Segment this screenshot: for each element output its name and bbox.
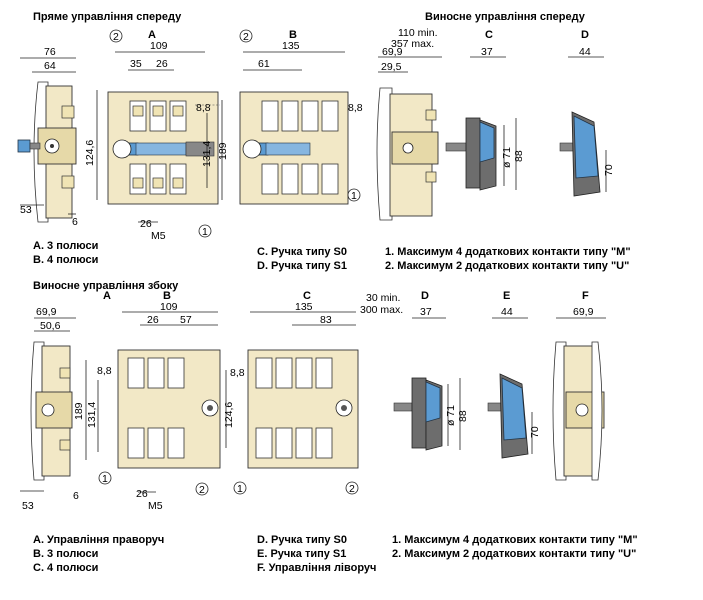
- dim-37-bottom: 37: [420, 306, 432, 318]
- dim-189-top: 189: [217, 142, 229, 160]
- letter-d-top: D: [581, 29, 589, 41]
- callout-1-top-b: 1: [351, 190, 357, 202]
- dim-30-min: 30 min.: [366, 292, 400, 304]
- caption-a-3-poles: A. 3 полюси: [33, 240, 98, 252]
- caption-d-handle-s1: D. Ручка типу S1: [257, 260, 347, 272]
- title-front-remote: Виносне управління спереду: [425, 11, 586, 23]
- handle-s0-front: [445, 117, 497, 191]
- dim-69-9-top: 69,9: [382, 46, 403, 58]
- dim-131-4-top: 131,4: [201, 141, 213, 167]
- dim-69-9-bottom: 69,9: [36, 306, 57, 318]
- callout-2-bottom-c: 2: [349, 483, 355, 495]
- dim-26-top: 26: [156, 58, 168, 70]
- dim-109-bottom: 109: [160, 301, 178, 313]
- dim-35: 35: [130, 58, 142, 70]
- dim-8-8-top-b: 8,8: [348, 102, 363, 114]
- front-view-4-pole-side: [247, 349, 359, 469]
- dim-53-bottom: 53: [22, 500, 34, 512]
- front-view-3-pole-side: [117, 349, 221, 469]
- dim-110-min: 110 min.: [398, 27, 438, 39]
- dim-69-9-f: 69,9: [573, 306, 594, 318]
- caption-side-c: C. 4 полюси: [33, 562, 98, 574]
- handle-s1-side: [487, 373, 529, 459]
- dim-61: 61: [258, 58, 270, 70]
- dim-71-top: ø 71: [501, 147, 513, 168]
- dim-6: 6: [72, 216, 78, 228]
- letter-a-top: A: [148, 29, 156, 41]
- dim-124-6-bottom: 124,6: [223, 402, 235, 428]
- dim-8-8-bottom-c: 8,8: [230, 367, 245, 379]
- dim-m5-bottom: M5: [148, 500, 163, 512]
- side-view-side-remote: [30, 341, 73, 481]
- dim-8-8-top-a: 8,8: [196, 102, 211, 114]
- dim-26-bottom-low: 26: [136, 488, 148, 500]
- dim-44-bottom: 44: [501, 306, 513, 318]
- dim-m5-top: M5: [151, 230, 166, 242]
- dim-71-bottom: ø 71: [445, 405, 457, 426]
- letter-d-bottom: D: [421, 290, 429, 302]
- dim-29-5: 29,5: [381, 61, 402, 73]
- dim-109: 109: [150, 40, 168, 52]
- callout-1-bottom-b: 1: [102, 473, 108, 485]
- dim-64: 64: [44, 60, 56, 72]
- dim-300-max: 300 max.: [360, 304, 403, 316]
- dim-50-6: 50,6: [40, 320, 61, 332]
- handle-s1-front: [559, 111, 601, 197]
- letter-b-top: B: [289, 29, 297, 41]
- side-view-left-control: [552, 341, 605, 481]
- dim-70-bottom: 70: [529, 426, 541, 438]
- letter-f-bottom: F: [582, 290, 589, 302]
- dim-70-top: 70: [603, 164, 615, 176]
- title-front-direct: Пряме управління спереду: [33, 11, 182, 23]
- callout-2-bottom-b: 2: [199, 484, 205, 496]
- dim-88-bottom: 88: [457, 410, 469, 422]
- caption-side-a: A. Управління праворуч: [33, 534, 164, 546]
- dim-189-bottom: 189: [73, 402, 85, 420]
- dim-37-top: 37: [481, 46, 493, 58]
- dim-135-top: 135: [282, 40, 300, 52]
- dim-135-bottom: 135: [295, 301, 313, 313]
- caption-b-4-poles: B. 4 полюси: [33, 254, 98, 266]
- caption-side-f: F. Управління ліворуч: [257, 562, 376, 574]
- dim-76: 76: [44, 46, 56, 58]
- dim-44-top: 44: [579, 46, 591, 58]
- caption-side-e: E. Ручка типу S1: [257, 548, 346, 560]
- title-side-remote: Виносне управління збоку: [33, 280, 179, 292]
- letter-c-top: C: [485, 29, 493, 41]
- callout-2-top-a: 2: [113, 31, 119, 43]
- callout-1-top-a: 1: [202, 226, 208, 238]
- letter-e-bottom: E: [503, 290, 510, 302]
- callout-1-bottom-c: 1: [237, 483, 243, 495]
- side-view-front-direct: [17, 81, 77, 223]
- handle-s0-side: [393, 377, 443, 451]
- letter-c-bottom: C: [303, 290, 311, 302]
- caption-side-d: D. Ручка типу S0: [257, 534, 347, 546]
- caption-side-b: B. 3 полюси: [33, 548, 98, 560]
- letter-a-bottom: A: [103, 290, 111, 302]
- dim-83: 83: [320, 314, 332, 326]
- dim-8-8-bottom-b: 8,8: [97, 365, 112, 377]
- note-2-top: 2. Максимум 2 додаткових контакти типу "…: [385, 260, 629, 272]
- dim-124-6-top: 124,6: [84, 140, 96, 166]
- callout-2-top-b: 2: [243, 31, 249, 43]
- front-view-4-pole: [239, 91, 349, 205]
- dim-6-bottom: 6: [73, 490, 79, 502]
- dim-131-4-bottom: 131,4: [86, 402, 98, 428]
- dim-357-max: 357 max.: [391, 38, 434, 50]
- note-1-top: 1. Максимум 4 додаткових контакти типу "…: [385, 246, 631, 258]
- dim-26-bottom: 26: [140, 218, 152, 230]
- dim-88-top: 88: [513, 150, 525, 162]
- caption-c-handle-s0: C. Ручка типу S0: [257, 246, 347, 258]
- note-1-bottom: 1. Максимум 4 додаткових контакти типу "…: [392, 534, 638, 546]
- dim-26-bottom-top: 26: [147, 314, 159, 326]
- note-2-bottom: 2. Максимум 2 додаткових контакти типу "…: [392, 548, 636, 560]
- dim-57: 57: [180, 314, 192, 326]
- side-view-front-remote: [376, 87, 439, 221]
- letter-b-bottom: B: [163, 290, 171, 302]
- dim-53: 53: [20, 204, 32, 216]
